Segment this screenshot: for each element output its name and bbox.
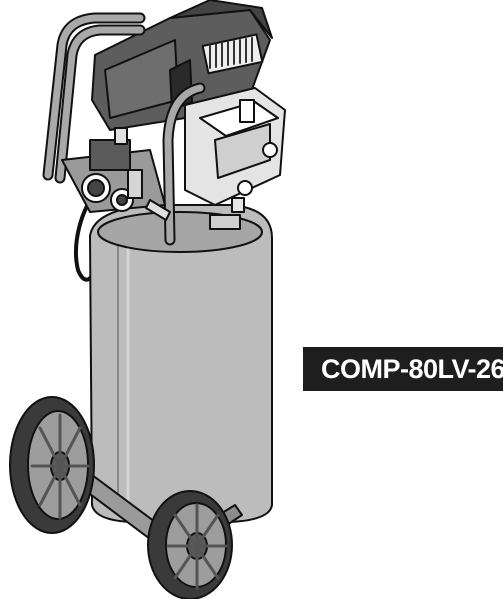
tank-fittings: [209, 197, 245, 230]
tank: [89, 204, 273, 523]
control-manifold: [61, 127, 171, 221]
pump-head: [184, 87, 286, 206]
model-number-label: COMP-80LV-260: [303, 347, 503, 391]
front-wheel: [147, 490, 233, 599]
rear-wheel: [9, 396, 95, 534]
